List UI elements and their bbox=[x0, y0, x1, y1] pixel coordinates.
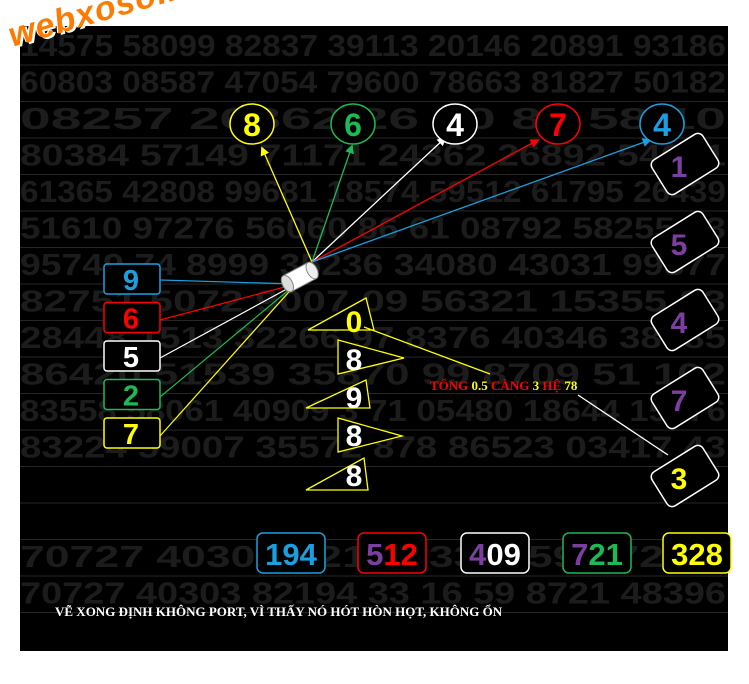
annotation-segment: CÀNG bbox=[488, 378, 533, 393]
annotation-text: TỔNG 0.5 CÀNG 3 HỆ 78 bbox=[430, 378, 578, 393]
bottom-result-number: 721 bbox=[571, 537, 623, 572]
ray-to-left-box bbox=[159, 283, 297, 398]
ray-to-left-box bbox=[159, 279, 297, 285]
top-circle-label: 8 bbox=[243, 107, 261, 143]
ray-to-top-circle bbox=[260, 146, 313, 263]
bottom-result-boxes: 194 512 409 721 328 bbox=[256, 532, 732, 574]
top-circle: 4 bbox=[432, 103, 478, 145]
left-box: 9 bbox=[103, 263, 161, 297]
ray-lines bbox=[159, 136, 652, 437]
top-circle-label: 7 bbox=[549, 107, 567, 143]
bg-number-row: 70727 40303 82194 33 16 59 8721 48396 bbox=[20, 576, 726, 611]
left-box: 6 bbox=[103, 301, 161, 336]
top-circle: 4 bbox=[639, 103, 685, 145]
right-boxes: 1 5 4 7 3 bbox=[650, 132, 720, 508]
left-boxes: 9 6 5 2 7 bbox=[103, 263, 161, 451]
right-box: 7 bbox=[650, 366, 720, 430]
right-box-label: 7 bbox=[671, 385, 688, 418]
triangle-label: 8 bbox=[346, 420, 363, 453]
left-box-label: 7 bbox=[123, 419, 139, 451]
ray-to-left-box bbox=[159, 283, 297, 321]
bottom-result-number: 194 bbox=[265, 537, 317, 572]
right-box-label: 4 bbox=[671, 307, 688, 340]
triangle-label: 8 bbox=[346, 344, 363, 377]
top-circle: 6 bbox=[330, 103, 376, 145]
digit-segment: 5 bbox=[366, 537, 383, 572]
left-box: 5 bbox=[103, 340, 161, 374]
annotation-segment: 0.5 bbox=[472, 378, 489, 393]
bottom-result-box: 512 bbox=[357, 532, 427, 574]
digit-segment: 21 bbox=[588, 537, 622, 572]
right-box: 1 bbox=[650, 132, 720, 196]
bottom-result-box: 328 bbox=[662, 532, 732, 574]
top-circle-label: 6 bbox=[344, 107, 362, 143]
digit-segment: 328 bbox=[671, 537, 723, 572]
top-circle-label: 4 bbox=[446, 107, 464, 143]
digit-segment: 09 bbox=[486, 537, 520, 572]
right-box: 5 bbox=[650, 210, 720, 274]
bg-number-row: 61365 42808 99681 18574 59512 61795 2643… bbox=[20, 174, 726, 209]
annotation-segment: 3 bbox=[533, 378, 540, 393]
top-circle: 7 bbox=[535, 103, 581, 145]
bottom-result-box: 721 bbox=[562, 532, 632, 574]
annotation-segment: HỆ bbox=[539, 378, 564, 393]
triangle-marker: 9 bbox=[305, 379, 371, 415]
bottom-result-number: 328 bbox=[671, 537, 723, 572]
top-circles: 8 6 4 7 4 bbox=[229, 103, 685, 145]
triangle-label: 0 bbox=[346, 306, 363, 339]
triangle-label: 8 bbox=[346, 460, 363, 493]
ray-to-top-circle bbox=[311, 144, 354, 263]
annotation-segment: TỔNG bbox=[430, 378, 472, 393]
annotation-arrow-from-3 bbox=[577, 394, 669, 456]
triangle-column: 0 8 9 8 8 bbox=[305, 297, 405, 493]
triangle-label: 9 bbox=[346, 382, 363, 415]
left-box-label: 2 bbox=[123, 381, 139, 413]
footer-text: VẼ XONG ĐỊNH KHÔNG PORT, VÌ THẤY NÓ HÓT … bbox=[55, 604, 503, 619]
bottom-result-number: 512 bbox=[366, 537, 418, 572]
left-box-label: 6 bbox=[123, 304, 139, 336]
triangle-marker: 0 bbox=[307, 297, 375, 339]
right-box-label: 5 bbox=[671, 229, 688, 262]
right-box-label: 3 bbox=[671, 463, 688, 496]
ray-to-left-box bbox=[159, 283, 297, 359]
left-box-label: 9 bbox=[123, 265, 139, 297]
ray-to-top-circle bbox=[311, 139, 540, 263]
top-circle: 8 bbox=[229, 103, 275, 145]
left-box-label: 5 bbox=[123, 342, 139, 374]
digit-segment: 4 bbox=[469, 537, 487, 572]
bg-number-row: 14575 58099 82837 39113 20146 20891 9318… bbox=[20, 28, 726, 63]
right-box: 4 bbox=[650, 288, 720, 352]
right-box: 3 bbox=[650, 444, 720, 508]
digit-segment: 194 bbox=[265, 537, 317, 572]
digit-segment: 7 bbox=[571, 537, 588, 572]
digit-segment: 12 bbox=[383, 537, 417, 572]
cylinder-icon bbox=[280, 261, 319, 293]
bottom-result-box: 194 bbox=[256, 532, 326, 574]
triangle-marker: 8 bbox=[337, 339, 405, 377]
annotation-segment: 78 bbox=[564, 378, 578, 393]
bottom-result-box: 409 bbox=[460, 532, 530, 574]
top-circle-label: 4 bbox=[653, 107, 671, 143]
ray-to-left-box bbox=[159, 283, 297, 437]
triangle-marker: 8 bbox=[305, 456, 369, 493]
bg-number-row: 60803 08587 47054 79600 78663 81827 5018… bbox=[20, 65, 726, 100]
bottom-result-number: 409 bbox=[469, 537, 521, 572]
right-box-label: 1 bbox=[671, 151, 688, 184]
triangle-marker: 8 bbox=[337, 417, 405, 453]
ray-to-top-circle bbox=[311, 136, 447, 263]
ray-to-top-circle bbox=[311, 138, 652, 263]
annotation-arrow-from-0 bbox=[363, 326, 491, 375]
left-box: 7 bbox=[103, 417, 161, 451]
left-box: 2 bbox=[103, 378, 161, 413]
bg-number-row: 80384 57149 71171 24362 26892 54621 bbox=[20, 138, 726, 173]
